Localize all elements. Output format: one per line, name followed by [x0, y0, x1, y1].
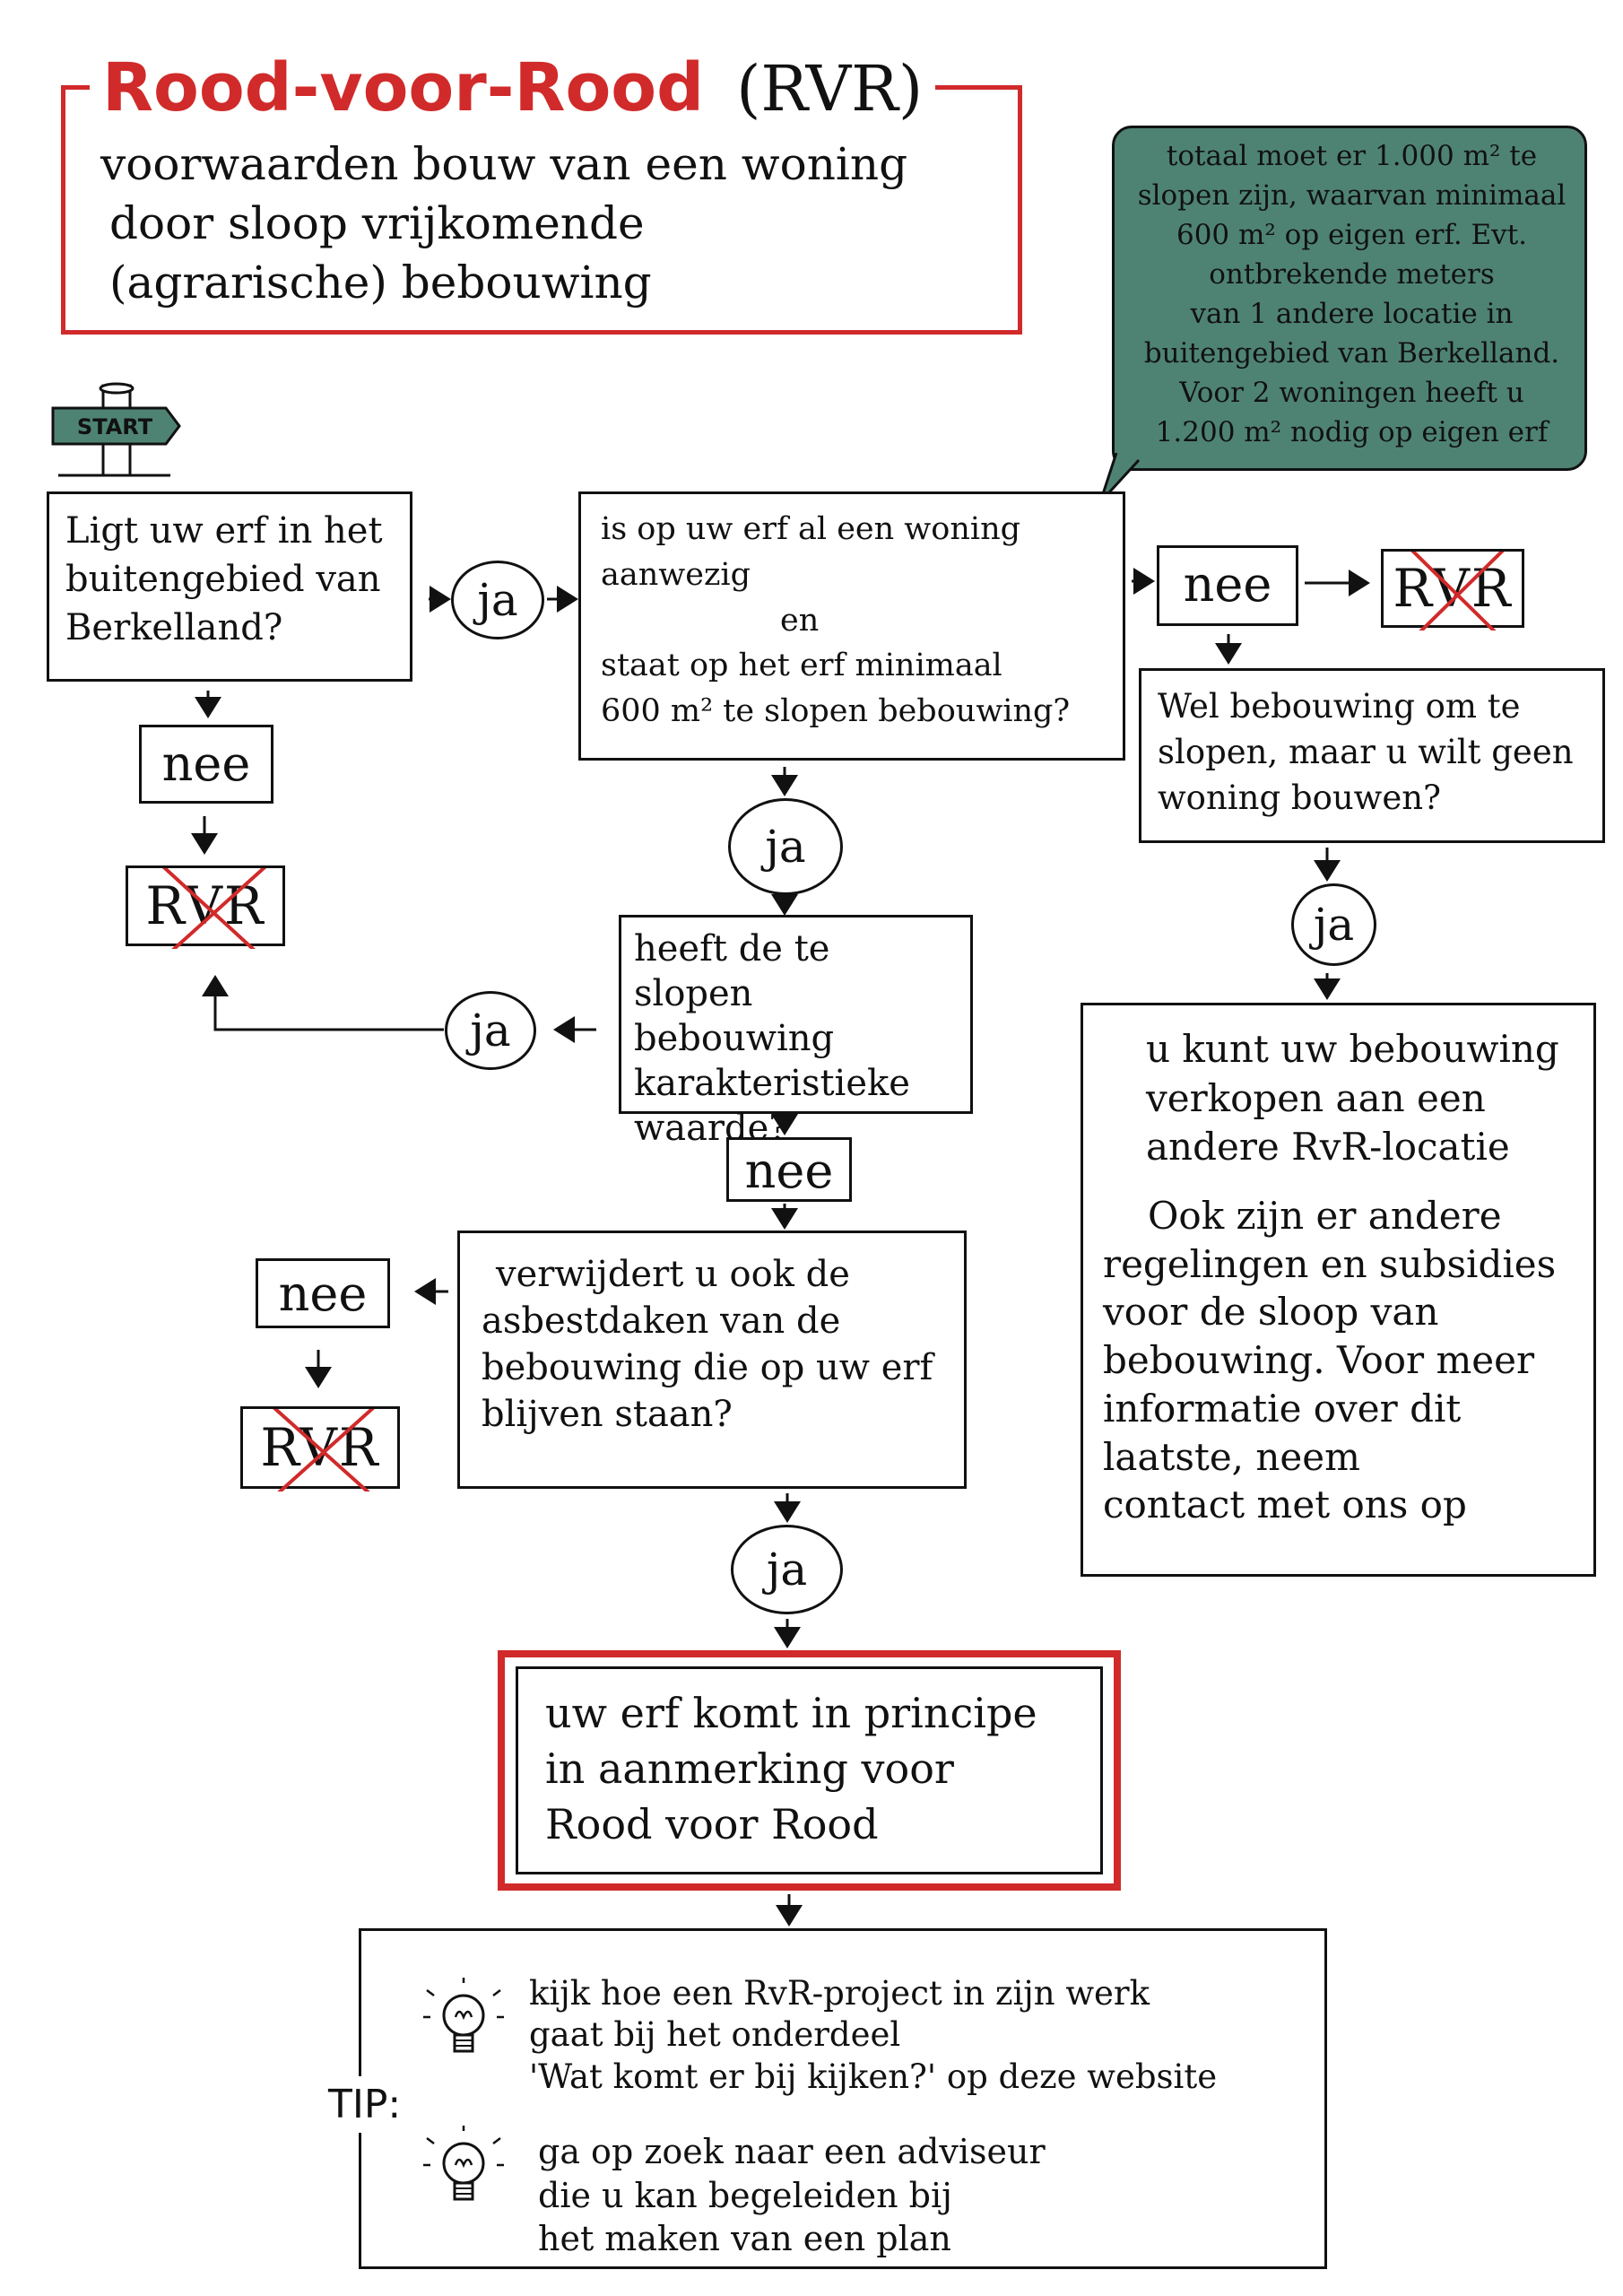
no-label-2: nee [1157, 545, 1298, 626]
title-main: Rood-voor-Rood [102, 49, 705, 126]
tip-line: ga op zoek naar een adviseur [538, 2132, 1046, 2171]
yes-circle-karakteristiek: ja [445, 991, 536, 1070]
start-signpost-icon [51, 382, 181, 477]
info-line: andere RvR-locatie [1146, 1125, 1510, 1170]
q4-line: heeft de te [634, 928, 830, 970]
tip-box [359, 1928, 1327, 2269]
tip-line: 'Wat komt er bij kijken?' op deze websit… [529, 2057, 1218, 2096]
note-line: buitengebied van Berkelland. [1143, 337, 1560, 370]
tip-label: TIP: [323, 2076, 407, 2133]
arrow-ja-rvr-left [202, 975, 444, 1031]
yes-circle-right: ja [1291, 883, 1376, 966]
start-label: START [76, 414, 153, 439]
note-line: Voor 2 woningen heeft u [1179, 377, 1524, 410]
yes-circle-asbest: ja [731, 1525, 843, 1614]
lightbulb-icon [423, 1978, 504, 2053]
question-karakteristiek: heeft de te slopen bebouwing karakterist… [619, 915, 973, 1149]
q2-line: staat op het erf minimaal [601, 648, 1002, 684]
no-label-asbest: nee [256, 1258, 390, 1328]
note-line: 1.200 m² nodig op eigen erf [1155, 416, 1549, 449]
q5-line: verwijdert u ook de [496, 1254, 850, 1295]
info-line: informatie over dit [1103, 1386, 1462, 1431]
note-text: totaal moet er 1.000 m² te slopen zijn, … [1125, 136, 1578, 452]
title-heading: Rood-voor-Rood (RVR) [90, 49, 936, 126]
rvr-crossed-left: RVR [126, 865, 285, 949]
result-line: uw erf komt in principe [545, 1689, 1037, 1737]
q5-line: blijven staan? [482, 1394, 733, 1435]
info-line: voor de sloop van [1103, 1290, 1439, 1335]
question-buitengebied: Ligt uw erf in het buitengebied van Berk… [47, 491, 412, 682]
info-line: laatste, neem [1103, 1434, 1360, 1479]
q3-line: Wel bebouwing om te [1158, 687, 1521, 726]
yes-circle-1: ja [451, 561, 544, 639]
note-line: ontbrekende meters [1209, 258, 1495, 291]
tip-item-2: ga op zoek naar een adviseur die u kan b… [538, 2130, 1046, 2261]
q5-line: bebouwing die op uw erf [482, 1347, 933, 1388]
info-box-verkopen: u kunt uw bebouwing verkopen aan een and… [1081, 1003, 1596, 1577]
result-line: Rood voor Rood [545, 1800, 879, 1849]
no-label-1: nee [139, 725, 273, 804]
title-abbr: (RVR) [736, 52, 924, 126]
tip-item-1: kijk hoe een RvR-project in zijn werk ga… [529, 1973, 1217, 2098]
info-line: Ook zijn er andere [1148, 1193, 1502, 1238]
subtitle-line: door sloop vrijkomende [109, 197, 645, 249]
question-woning-aanwezig: is op uw erf al een woning aanwezig en s… [578, 491, 1125, 761]
info-line: u kunt uw bebouwing [1146, 1027, 1559, 1071]
question-geen-woning: Wel bebouwing om te slopen, maar u wilt … [1139, 668, 1605, 843]
rvr-crossed-bottom: RVR [240, 1406, 400, 1492]
subtitle-line: voorwaarden bouw van een woning [100, 138, 908, 190]
no-label-karakteristiek: nee [726, 1137, 852, 1202]
note-line: van 1 andere locatie in [1190, 298, 1514, 331]
info-line: bebouwing. Voor meer [1103, 1338, 1535, 1383]
q2-line: en [780, 602, 820, 639]
note-line: slopen zijn, waarvan minimaal [1137, 179, 1567, 213]
tip-line: gaat bij het onderdeel [529, 2015, 901, 2055]
q3-line: slopen, maar u wilt geen [1158, 733, 1574, 772]
lightbulb-icon [423, 2126, 504, 2201]
subtitle-line: (agrarische) bebouwing [109, 257, 652, 309]
note-box [1112, 126, 1587, 471]
result-line: in aanmerking voor [545, 1744, 954, 1794]
info-line: regelingen en subsidies [1103, 1241, 1557, 1286]
title-subtitle: voorwaarden bouw van een woning door slo… [100, 135, 907, 312]
tip-line: het maken van een plan [538, 2219, 951, 2259]
result-box: uw erf komt in principe in aanmerking vo… [516, 1666, 1103, 1874]
tip-line: kijk hoe een RvR-project in zijn werk [529, 1974, 1150, 2013]
note-line: 600 m² op eigen erf. Evt. [1176, 219, 1528, 252]
yes-circle-2: ja [728, 798, 843, 895]
q4-line: karakteristieke [634, 1063, 910, 1104]
info-line: contact met ons op [1103, 1483, 1467, 1527]
result-frame [498, 1650, 1121, 1891]
q5-line: asbestdaken van de [482, 1300, 841, 1342]
q1-line: Berkelland? [65, 607, 283, 648]
q1-line: Ligt uw erf in het [65, 510, 383, 552]
note-line: totaal moet er 1.000 m² te [1166, 140, 1538, 172]
question-asbestdaken: verwijdert u ook de asbestdaken van de b… [457, 1231, 967, 1489]
q2-line: aanwezig [601, 556, 751, 593]
info-line: verkopen aan een [1146, 1075, 1486, 1120]
tip-line: die u kan begeleiden bij [538, 2175, 952, 2215]
rvr-crossed-right: RVR [1381, 549, 1524, 631]
q4-line: slopen bebouwing [634, 973, 835, 1059]
q1-line: buitengebied van [65, 559, 381, 600]
q2-line: is op uw erf al een woning [601, 511, 1021, 547]
q2-line: 600 m² te slopen bebouwing? [601, 693, 1071, 729]
q3-line: woning bouwen? [1158, 778, 1441, 818]
